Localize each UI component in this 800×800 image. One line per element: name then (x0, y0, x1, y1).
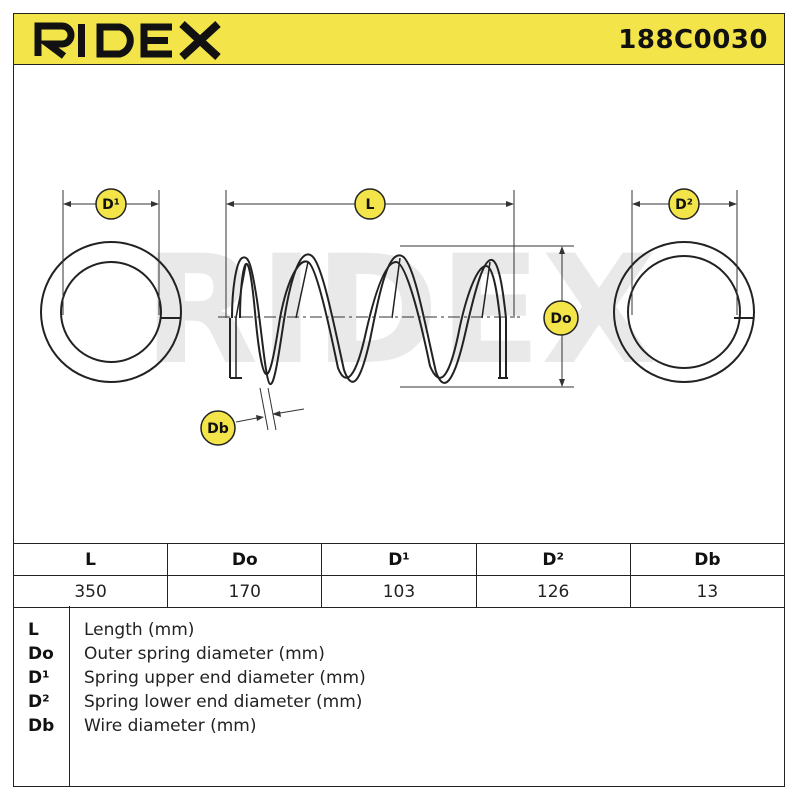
legend-desc: Outer spring diameter (mm) (84, 644, 325, 664)
table-header: D² (475, 543, 631, 576)
legend-desc: Spring lower end diameter (mm) (84, 692, 363, 712)
table-cell: 13 (629, 575, 786, 608)
table-cell: 103 (321, 575, 477, 608)
legend-divider (69, 606, 70, 786)
svg-text:Do: Do (550, 311, 572, 327)
drawing-area (13, 65, 785, 543)
lower-end-view (613, 190, 755, 383)
d1-badge: D¹ (95, 188, 127, 220)
table-header-row: L Do D¹ D² Db (12, 543, 786, 576)
table-header: D¹ (321, 543, 477, 576)
legend-key: D² (28, 692, 50, 712)
svg-text:D¹: D¹ (102, 197, 120, 213)
table-cell: 350 (12, 575, 169, 608)
dimension-table: L Do D¹ D² Db 350 170 103 126 13 (12, 543, 786, 608)
table-header: Db (629, 543, 786, 576)
do-badge: Do (543, 300, 579, 336)
ridex-logo (34, 21, 221, 60)
legend-item: Db Wire diameter (mm) (14, 714, 774, 738)
header-bar: 188C0030 (13, 13, 785, 65)
legend-key: D¹ (28, 668, 50, 688)
svg-text:Db: Db (207, 421, 229, 437)
d2-badge: D² (668, 188, 700, 220)
watermark: RIDEX (143, 224, 657, 398)
table-row: 350 170 103 126 13 (12, 575, 786, 608)
svg-text:L: L (366, 197, 375, 213)
legend-item: Do Outer spring diameter (mm) (14, 642, 774, 666)
legend-item: L Length (mm) (14, 618, 774, 642)
table-header: L (12, 543, 169, 576)
table-cell: 126 (475, 575, 631, 608)
legend-desc: Spring upper end diameter (mm) (84, 668, 366, 688)
legend-item: D¹ Spring upper end diameter (mm) (14, 666, 774, 690)
upper-end-view (40, 190, 182, 383)
spring-side-view (218, 190, 574, 431)
legend-desc: Length (mm) (84, 620, 195, 640)
legend: L Length (mm) Do Outer spring diameter (… (13, 606, 785, 787)
legend-item: D² Spring lower end diameter (mm) (14, 690, 774, 714)
svg-text:D²: D² (675, 197, 693, 213)
legend-key: L (28, 620, 39, 640)
legend-key: Do (28, 644, 54, 664)
db-badge: Db (200, 410, 236, 446)
legend-desc: Wire diameter (mm) (84, 716, 257, 736)
watermark-text: RIDEX (143, 224, 657, 398)
l-badge: L (354, 188, 386, 220)
table-cell: 170 (167, 575, 323, 608)
part-number: 188C0030 (618, 25, 768, 55)
table-header: Do (167, 543, 323, 576)
legend-key: Db (28, 716, 55, 736)
